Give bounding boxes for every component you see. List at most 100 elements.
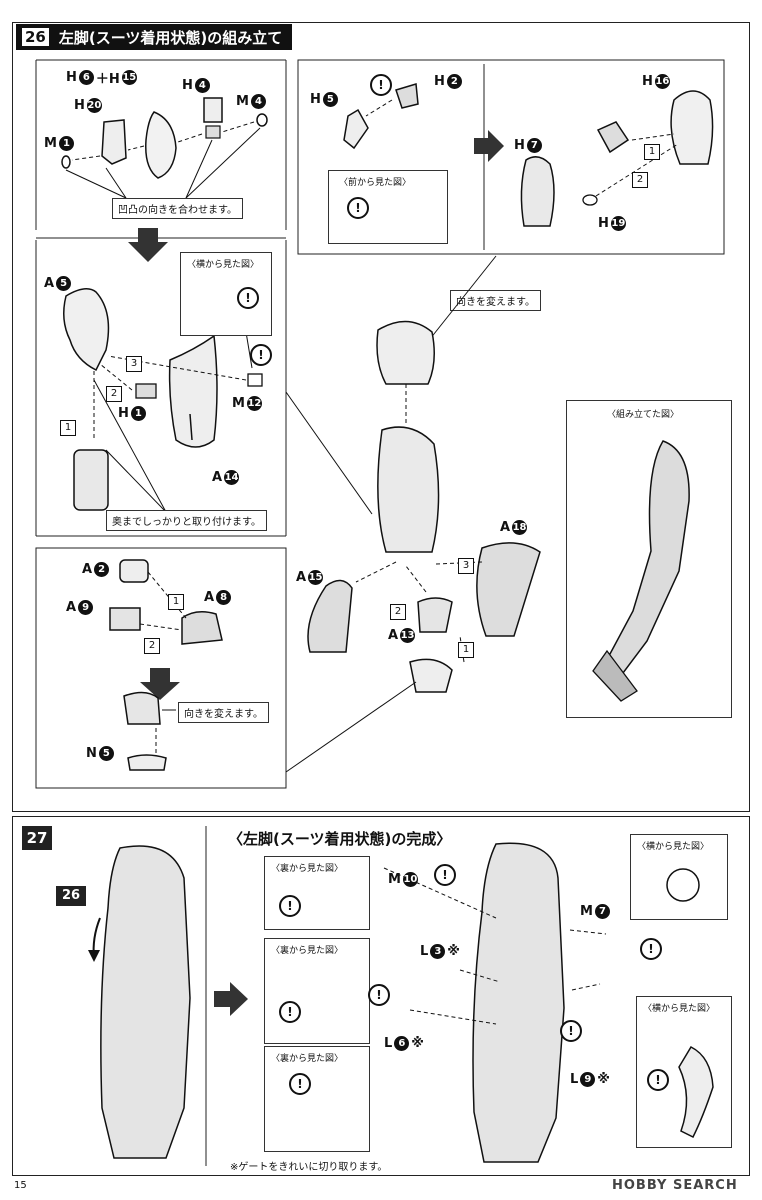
step27-divider: [205, 826, 207, 1166]
part-number: 15: [308, 570, 324, 585]
subassembly-bottom-left: A 2 A 8 A 9 N 5 1 2 向きを変えます。: [35, 547, 287, 789]
left-leg-before: [88, 845, 191, 1159]
caution-icon: !: [647, 1069, 669, 1091]
gate-mark: ※: [447, 944, 460, 959]
label-m10: M 10: [388, 872, 418, 887]
part-letter: M: [44, 136, 57, 151]
order-1: 1: [168, 594, 184, 610]
back-view-caption-1: 〈裏から見た図〉: [271, 864, 344, 874]
note-align-bumps: 凹凸の向きを合わせます。: [112, 198, 243, 219]
note-change-direction-1: 向きを変えます。: [450, 290, 541, 311]
bottom-left-drawing: [35, 547, 287, 789]
back-view-caption-2: 〈裏から見た図〉: [271, 946, 344, 956]
part-letter: N: [86, 746, 97, 761]
part-letter: H: [118, 406, 129, 421]
caution-icon: !: [279, 1001, 301, 1023]
side-view-box-1: 〈横から見た図〉 !: [180, 252, 272, 336]
part-letter: L: [384, 1036, 393, 1051]
right-arrow-icon: [214, 982, 248, 1016]
label-h16: H 16: [642, 74, 670, 89]
left-leg-after: [383, 842, 607, 1163]
caution-icon: !: [250, 344, 272, 366]
front-view-box: 〈前から見た図〉 !: [328, 170, 448, 244]
caution-icon: !: [640, 938, 662, 960]
part-number: 15: [121, 70, 137, 85]
label-h19: H 19: [598, 216, 626, 231]
side-view-caption-3: 〈横から見た図〉: [643, 1004, 716, 1014]
part-number: 2: [94, 562, 110, 577]
order-2: 2: [106, 386, 122, 402]
assembled-view-caption: 〈組み立てた図〉: [607, 410, 680, 420]
order-1: 1: [458, 642, 474, 658]
part-number: 1: [130, 406, 146, 421]
subassembly-top-left: H 6 ＋H 15 H 20 H 4 M 4 M 1 凹凸の向きを合わせます。: [35, 59, 287, 239]
note-attach-firmly: 奥までしっかりと取り付けます。: [106, 510, 267, 531]
part-number: 10: [402, 872, 418, 887]
back-view-box-3: 〈裏から見た図〉 !: [264, 1046, 370, 1152]
part-number: 18: [512, 520, 528, 535]
part-number: 19: [610, 216, 626, 231]
down-arrow-icon: [128, 228, 168, 262]
part-number: 5: [98, 746, 114, 761]
part-letter: A: [82, 562, 93, 577]
part-number: 1: [58, 136, 74, 151]
part-letter: A: [388, 628, 399, 643]
step26-number: 26: [20, 26, 51, 48]
part-letter: M: [236, 94, 249, 109]
part-number: 4: [250, 94, 266, 109]
caution-icon: !: [237, 287, 259, 309]
part-number: 7: [526, 138, 542, 153]
side-view-box-2: 〈横から見た図〉: [630, 834, 728, 920]
label-h7: H 7: [514, 138, 542, 153]
part-number: 5: [56, 276, 72, 291]
part-number: 6: [394, 1036, 410, 1051]
step27-number: 27: [22, 826, 52, 850]
part-letter: A: [66, 600, 77, 615]
part-number: 14: [224, 470, 240, 485]
label-a14: A 14: [212, 470, 240, 485]
part-letter: M: [232, 396, 245, 411]
order-2: 2: [632, 172, 648, 188]
part-number: 9: [78, 600, 94, 615]
order-1: 1: [644, 144, 660, 160]
label-a5: A 5: [44, 276, 72, 291]
assembled-view-box: 〈組み立てた図〉: [566, 400, 732, 718]
label-a13: A 13: [388, 628, 416, 643]
part-number: 9: [580, 1072, 596, 1087]
label-h5: H 5: [310, 92, 338, 107]
part-letter: A: [500, 520, 511, 535]
caution-icon: !: [368, 984, 390, 1006]
part-number: 3: [430, 944, 446, 959]
part-number: 2: [446, 74, 462, 89]
label-h4: H 4: [182, 78, 210, 93]
back-view-box-1: 〈裏から見た図〉 !: [264, 856, 370, 930]
label-l6: L 6 ※: [384, 1036, 424, 1051]
subassembly-top-right: H 5 H 2 H 16 H 7 H 19 ! 1 2 〈前から見た図〉 !: [297, 59, 725, 255]
part-number: 16: [654, 74, 670, 89]
part-number: 12: [246, 396, 262, 411]
part-letter: A: [44, 276, 55, 291]
page-number: 15: [14, 1180, 27, 1191]
part-number: 7: [594, 904, 610, 919]
gate-mark: ※: [411, 1036, 424, 1051]
part-letter: H: [310, 92, 321, 107]
part-letter: L: [570, 1072, 579, 1087]
caution-icon: !: [560, 1020, 582, 1042]
caution-icon: !: [279, 895, 301, 917]
part-number: 6: [78, 70, 94, 85]
part-letter: H: [66, 70, 77, 85]
caution-icon: !: [289, 1073, 311, 1095]
part-letter: A: [204, 590, 215, 605]
gate-mark: ※: [597, 1072, 610, 1087]
label-n5: N 5: [86, 746, 114, 761]
label-h1: H 1: [118, 406, 146, 421]
label-a9: A 9: [66, 600, 94, 615]
part-letter: A: [296, 570, 307, 585]
order-2: 2: [144, 638, 160, 654]
label-a18: A 18: [500, 520, 528, 535]
label-a2: A 2: [82, 562, 110, 577]
part-number: 13: [400, 628, 416, 643]
part-letter: H: [434, 74, 445, 89]
label-h2: H 2: [434, 74, 462, 89]
back-view-caption-3: 〈裏から見た図〉: [271, 1054, 344, 1064]
